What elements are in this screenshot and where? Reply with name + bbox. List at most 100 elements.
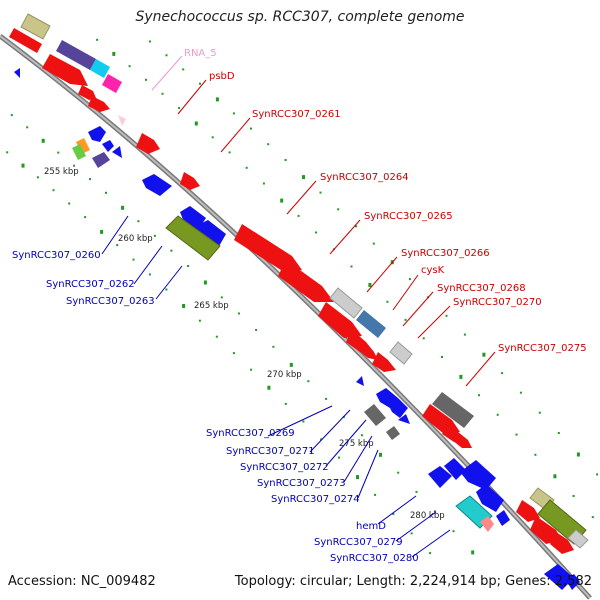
tick-mark [284,402,287,405]
tick-mark [519,391,522,394]
tick-mark [182,304,186,308]
tick-mark [538,411,541,414]
tick-mark [410,532,413,535]
gene-label: hemD [356,521,386,532]
kbp-label: 275 kbp [339,439,374,449]
gene-feature [180,206,206,230]
gene-label: SynRCC307_0279 [314,537,403,548]
gene-feature [278,260,334,302]
gene-feature [358,344,378,360]
gene-feature [180,172,200,190]
gene-label: SynRCC307_0273 [257,478,346,489]
tick-mark [148,40,151,43]
gene-feature [567,529,589,549]
tick-mark [272,345,275,348]
tick-mark [194,121,198,126]
tick-mark [121,205,125,210]
tick-mark [52,189,55,192]
tick-mark [203,280,207,285]
gene-feature [76,138,90,154]
tick-mark [220,296,223,299]
forward-label-leaders [151,55,496,387]
gene-label: cysK [421,265,445,276]
gene-feature [550,532,574,554]
gene-label: SynRCC307_0264 [320,172,409,183]
tick-mark [337,208,340,211]
tick-mark [386,300,389,303]
tick-mark [433,510,436,513]
tick-mark [429,552,432,555]
tick-mark [355,225,357,228]
tick-mark [302,175,305,180]
tick-mark [452,530,455,533]
gene-label: SynRCC307_0274 [271,494,360,505]
gene-feature [444,458,466,480]
tick-mark [515,433,518,436]
tick-mark [182,68,185,71]
kbp-labels: 255 kbp 260 kbp 265 kbp 270 kbp 275 kbp … [44,167,445,521]
tick-mark [84,216,87,219]
tick-mark [26,126,29,129]
tick-mark [374,493,377,496]
tick-mark [137,220,140,223]
tick-mark [319,191,322,194]
tick-mark [250,127,252,130]
tick-mark [534,453,537,456]
tick-mark [178,107,181,109]
tick-mark [404,318,407,321]
gene-feature [88,126,106,142]
gene-feature [42,54,88,86]
gene-feature [364,404,386,426]
gene-feature [398,414,410,424]
gene-feature [14,68,20,78]
gene-feature [102,74,122,93]
tick-mark [132,258,135,261]
gene-feature [372,352,396,372]
tick-mark [215,97,219,102]
gene-feature [20,13,51,40]
tick-mark [228,151,231,154]
tick-mark [557,432,560,434]
kbp-label: 280 kbp [410,511,445,521]
gene-feature [428,466,452,488]
tick-mark [553,474,557,479]
tick-mark [596,473,599,476]
gene-feature [566,574,580,590]
gene-label: SynRCC307_0271 [226,446,315,457]
gene-feature [165,215,221,261]
gene-feature [112,146,122,158]
kbp-label: 265 kbp [194,301,229,311]
gene-label: SynRCC307_0265 [364,211,453,222]
gene-label: SynRCC307_0280 [330,553,419,564]
tick-mark [128,65,131,68]
tick-mark [289,362,293,367]
gene-feature [56,40,96,70]
tick-mark [267,143,270,146]
gene-feature [388,398,408,418]
gene-feature [196,220,226,248]
tick-mark [153,234,156,237]
tick-mark [572,495,575,497]
tick-mark [250,368,253,371]
gene-feature [544,564,574,590]
tick-mark [267,385,271,390]
tick-mark [96,38,99,41]
tick-mark [170,249,173,252]
gene-feature [386,426,400,440]
tick-mark [21,163,25,168]
tick-mark [422,337,425,340]
gene-feature [234,224,302,272]
genome-title: Synechococcus sp. RCC307, complete genom… [135,9,465,25]
tick-mark [325,397,328,400]
gene-feature [480,516,494,532]
tick-mark [280,198,284,203]
gene-feature [356,376,364,386]
tick-mark [482,352,486,357]
gene-feature [102,140,114,152]
gene-label: SynRCC307_0262 [46,279,135,290]
tick-mark [478,394,480,397]
tick-mark [112,51,116,56]
tick-mark [198,319,201,322]
tick-mark [237,312,240,315]
